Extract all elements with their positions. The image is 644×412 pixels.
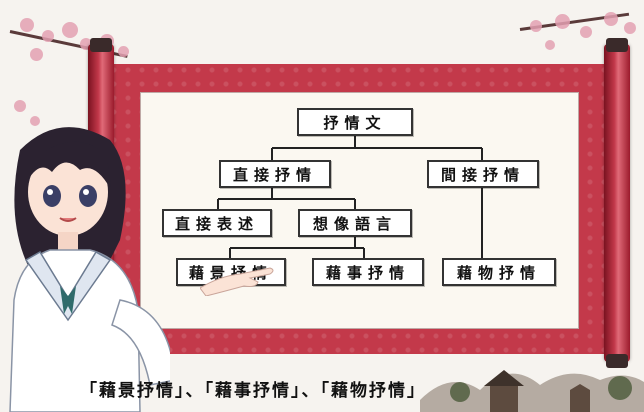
node-root: 抒情文 bbox=[297, 108, 413, 136]
node-direct-lyric: 直接抒情 bbox=[219, 160, 331, 188]
node-event-lyric: 藉事抒情 bbox=[312, 258, 424, 286]
node-direct-statement: 直接表述 bbox=[162, 209, 272, 237]
caption-text: 「藉景抒情」、「藉事抒情」、「藉物抒情」 bbox=[80, 381, 426, 401]
pointing-hand-illustration bbox=[200, 267, 274, 296]
scroll-rod-right bbox=[604, 38, 630, 368]
student-character-illustration bbox=[9, 127, 170, 412]
node-indirect-lyric: 間接抒情 bbox=[427, 160, 539, 188]
node-object-lyric: 藉物抒情 bbox=[442, 258, 556, 286]
node-imaginative-language: 想像語言 bbox=[298, 209, 412, 237]
landscape-illustration bbox=[420, 370, 644, 412]
